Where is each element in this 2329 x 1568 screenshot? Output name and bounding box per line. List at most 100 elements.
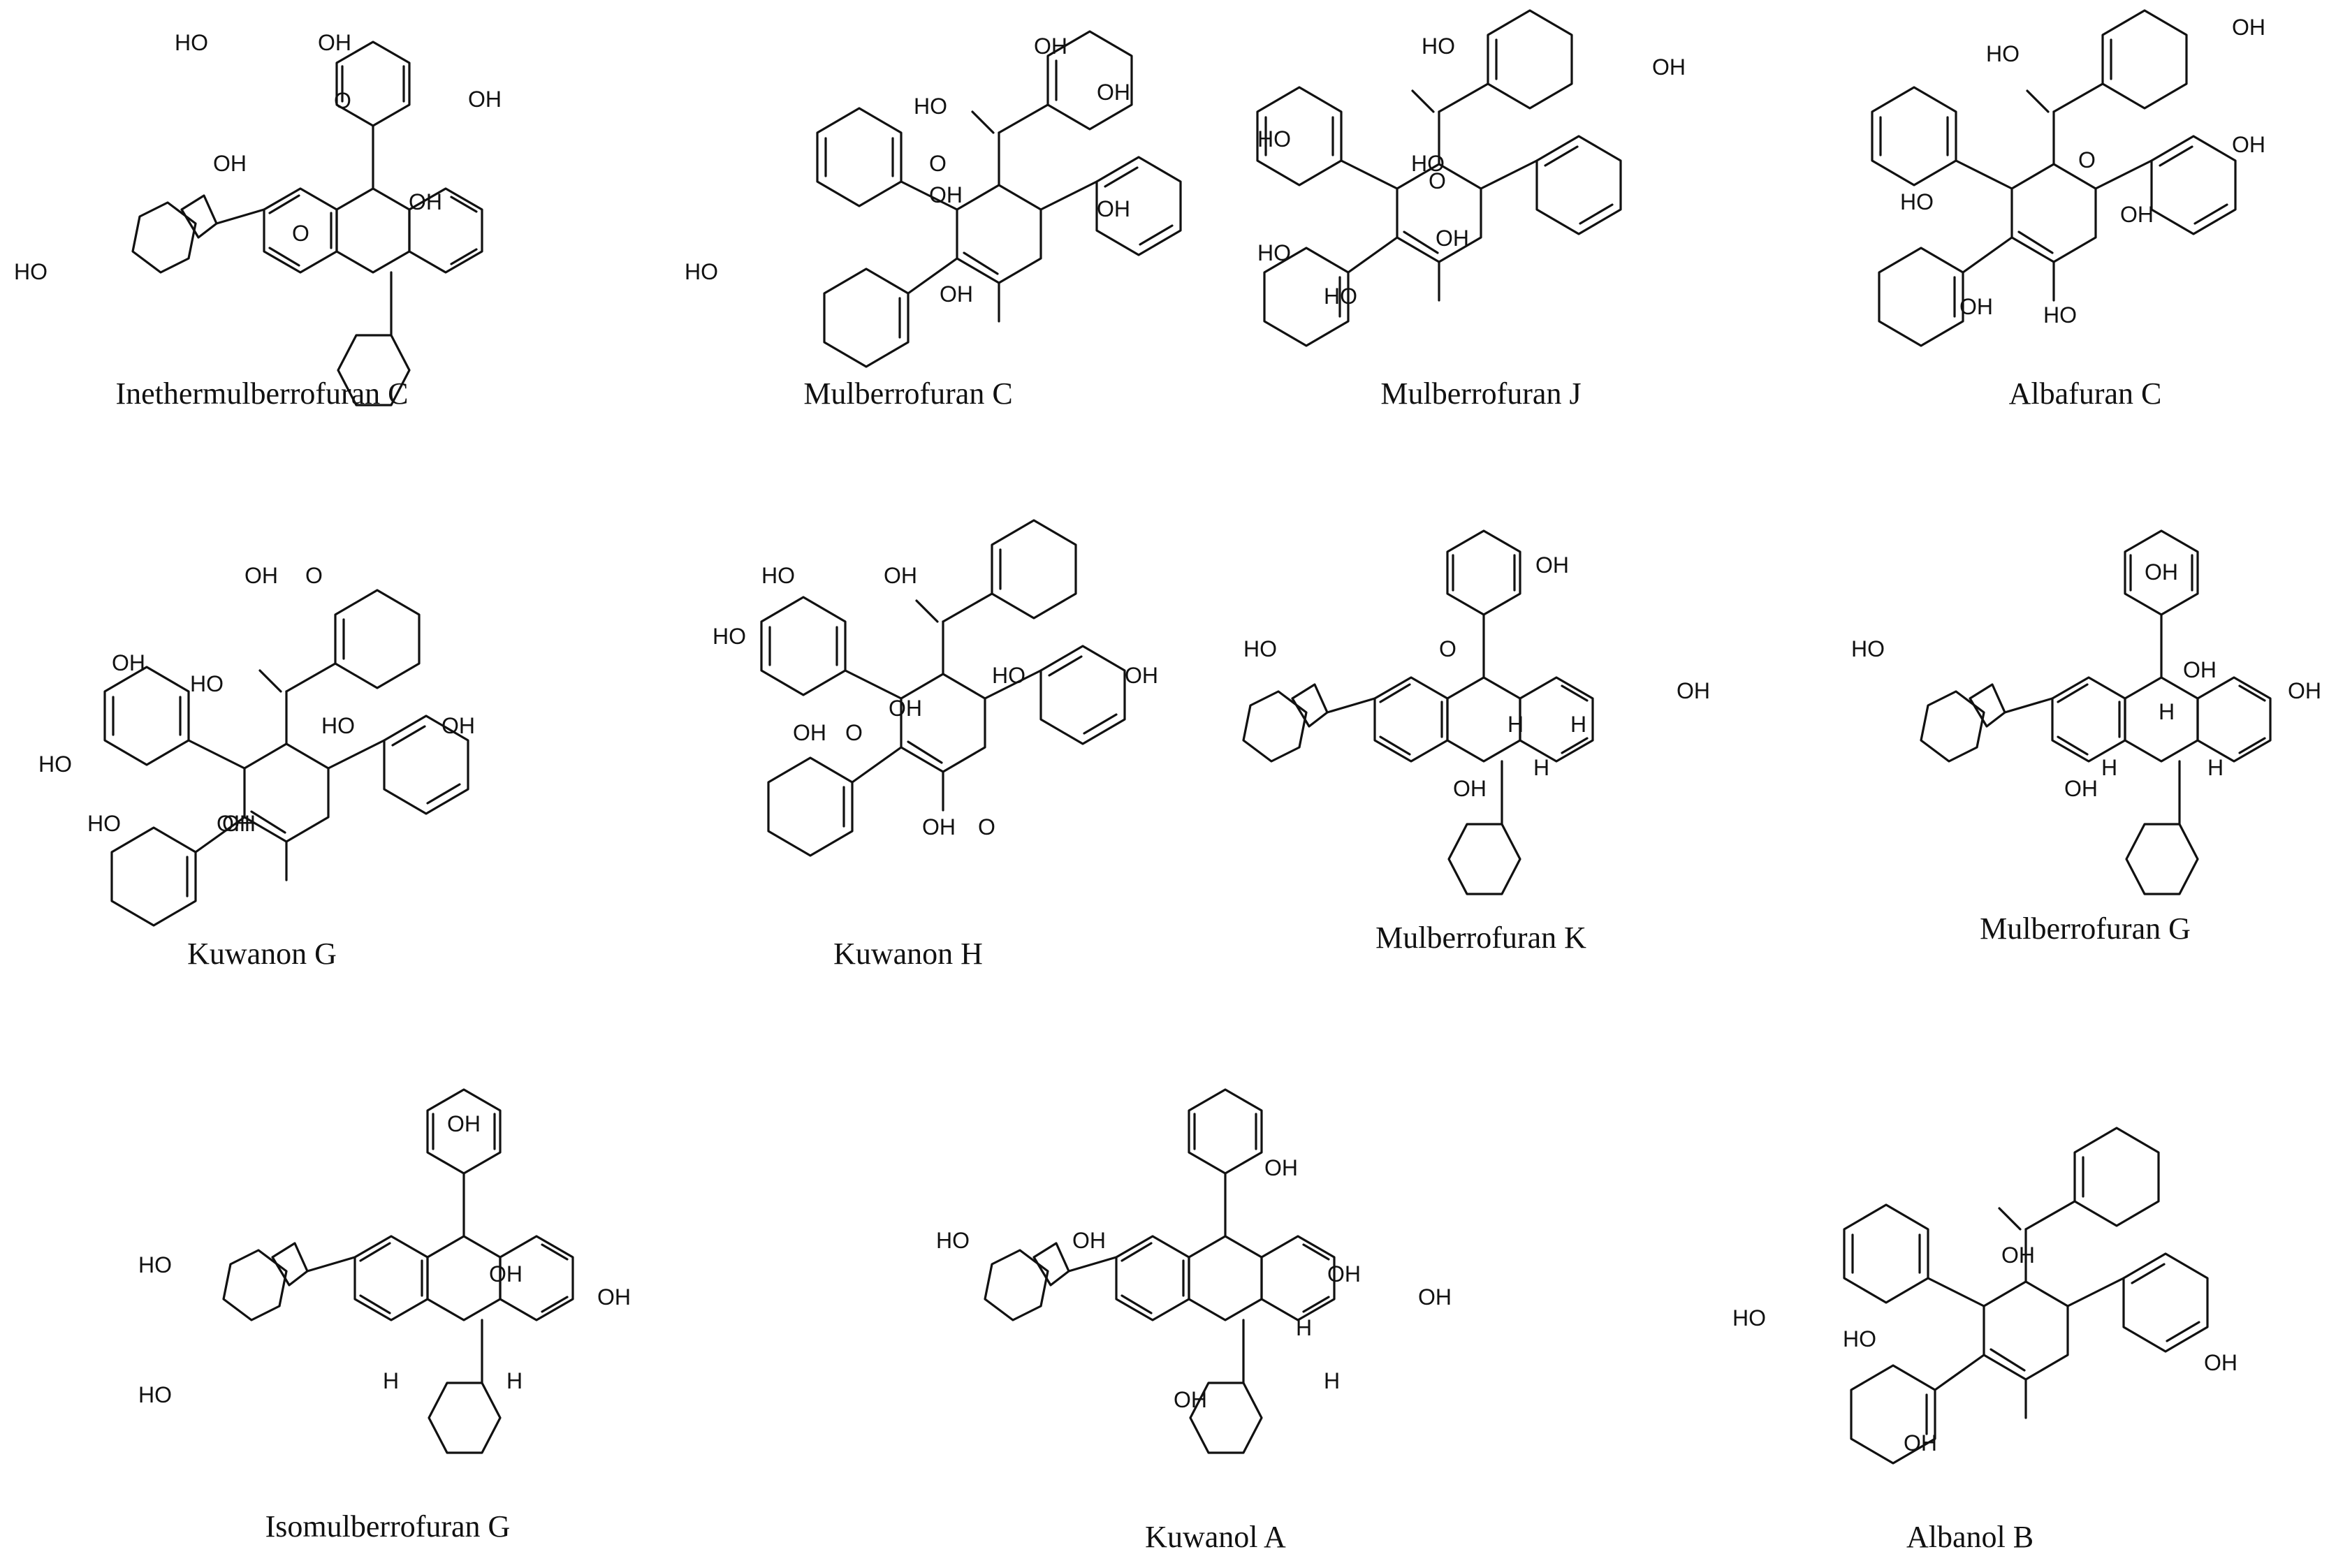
compound-albanol-b: OH HO HO OH OH Albanol B	[1732, 1127, 2237, 1554]
atom-label: H	[1533, 755, 1549, 780]
atom-label: H	[2159, 699, 2175, 724]
atom-label: HO	[1257, 126, 1291, 152]
atom-label: O	[2078, 147, 2096, 173]
atom-label: OH	[2145, 559, 2178, 585]
atom-label: OH	[929, 182, 963, 207]
atom-label: H	[2207, 755, 2224, 780]
atom-label: O	[845, 720, 863, 745]
atom-label: OH	[2232, 132, 2265, 157]
atom-label: OH	[1436, 226, 1469, 251]
atom-label: OH	[884, 563, 917, 588]
compound-name: Albanol B	[1906, 1520, 2034, 1554]
atom-label: OH	[112, 650, 145, 675]
structure-drawing	[1242, 529, 1594, 895]
atom-label: OH	[1904, 1430, 1937, 1456]
atom-label: OH	[409, 189, 442, 214]
compound-name: Albafuran C	[2009, 376, 2162, 411]
compound-name: Mulberrofuran J	[1380, 376, 1581, 411]
compound-name: Kuwanon H	[833, 937, 983, 971]
atom-label: H	[1324, 1368, 1340, 1393]
atom-label: HO	[1324, 284, 1357, 309]
structure-drawing	[1843, 1127, 2209, 1465]
atom-label: HO	[38, 752, 72, 777]
atom-label: OH	[1327, 1261, 1361, 1287]
atom-label: H	[1296, 1315, 1312, 1340]
compound-kuwanol-a: OH HO OH OH OH H H OH Kuwanol A	[936, 1088, 1452, 1554]
atom-label: H	[383, 1368, 399, 1393]
atom-label: OH	[1125, 663, 1158, 688]
atom-label: OH	[1264, 1155, 1298, 1180]
atom-label: OH	[244, 563, 278, 588]
atom-label: OH	[1677, 678, 1710, 703]
atom-label: O	[978, 814, 995, 840]
atom-label: OH	[2183, 657, 2217, 682]
atom-label: OH	[889, 696, 922, 721]
compound-name: Mulberrofuran C	[803, 376, 1012, 411]
compound-mulberrofuran-g: OH HO OH OH H H H OH Mulberrofuran G	[1851, 529, 2321, 946]
atom-label: OH	[597, 1284, 631, 1310]
compound-kuwanon-g: OH O OH HO HO HO OH OH HO OH Kuwanon G	[38, 563, 475, 971]
atom-label: HO	[1422, 34, 1455, 59]
structure-drawing	[1871, 9, 2237, 347]
atom-label: OH	[222, 811, 256, 836]
atom-label: HO	[175, 30, 208, 55]
compound-mulberrofuran-k: OH HO O OH H H H OH Mulberrofuran K	[1242, 529, 1710, 955]
atom-label: HO	[1257, 240, 1291, 265]
atom-label: O	[305, 563, 323, 588]
atom-label: HO	[321, 713, 355, 738]
atom-label: OH	[940, 281, 973, 307]
atom-label: HO	[713, 624, 746, 649]
atom-label: HO	[87, 811, 121, 836]
atom-label: HO	[992, 663, 1025, 688]
atom-label: HO	[1900, 189, 1934, 214]
atom-label: HO	[1851, 636, 1885, 661]
atom-label: OH	[2120, 202, 2154, 227]
compound-name: Mulberrofuran G	[1980, 911, 2191, 946]
atom-label: HO	[14, 259, 48, 284]
compound-name: Inethermulberrofuran C	[115, 376, 408, 411]
compound-name: Kuwanon G	[187, 937, 337, 971]
structure-drawing	[103, 589, 469, 927]
atom-label: HO	[138, 1252, 172, 1277]
atom-label: OH	[468, 87, 502, 112]
atom-label: O	[334, 88, 351, 113]
compound-kuwanon-h: HO OH HO OH HO OH O OH OH O Kuwanon H	[713, 519, 1158, 971]
atom-label: OH	[922, 814, 956, 840]
atom-label: HO	[138, 1382, 172, 1407]
atom-label: OH	[1034, 34, 1067, 59]
compound-name: Kuwanol A	[1145, 1520, 1286, 1554]
atom-label: H	[506, 1368, 523, 1393]
atom-label: H	[2101, 755, 2117, 780]
atom-label: OH	[2001, 1243, 2035, 1268]
atom-label: HO	[2043, 302, 2077, 328]
compound-mulberrofuran-c: OH HO OH O OH OH HO OH Mulberrofuran C	[685, 30, 1182, 411]
compound-mulberrofuran-j: HO OH HO HO O HO OH HO Mulberrofuran J	[1256, 9, 1686, 411]
atom-label: HO	[1243, 636, 1277, 661]
atom-label: H	[1507, 712, 1524, 737]
atom-label: HO	[1732, 1305, 1766, 1331]
atom-label: O	[1429, 168, 1446, 193]
atom-label: H	[1570, 712, 1586, 737]
atom-label: OH	[1959, 294, 1993, 319]
structure-drawing	[1920, 529, 2272, 895]
compound-name: Isomulberrofuran G	[265, 1509, 511, 1544]
compound-inethermulberrofuran-c: HO OH O OH OH OH O HO Inethermulberrofur…	[14, 30, 502, 411]
atom-label: HO	[914, 94, 947, 119]
atom-label: O	[292, 221, 309, 246]
atom-label: OH	[793, 720, 826, 745]
structure-drawing	[760, 519, 1126, 857]
atom-label: OH	[1174, 1387, 1207, 1412]
atom-label: OH	[2064, 776, 2098, 801]
structure-drawing	[984, 1088, 1336, 1454]
atom-label: OH	[1418, 1284, 1452, 1310]
atom-label: OH	[489, 1261, 523, 1287]
atom-label: OH	[1097, 80, 1130, 105]
atom-label: OH	[1097, 196, 1130, 221]
atom-label: O	[929, 151, 947, 176]
atom-label: OH	[217, 811, 250, 836]
atom-label: OH	[2204, 1350, 2237, 1375]
atom-label: HO	[761, 563, 795, 588]
compound-albafuran-c: HO OH OH HO O OH OH HO Albafuran C	[1871, 9, 2265, 411]
atom-label: HO	[1843, 1326, 1876, 1351]
